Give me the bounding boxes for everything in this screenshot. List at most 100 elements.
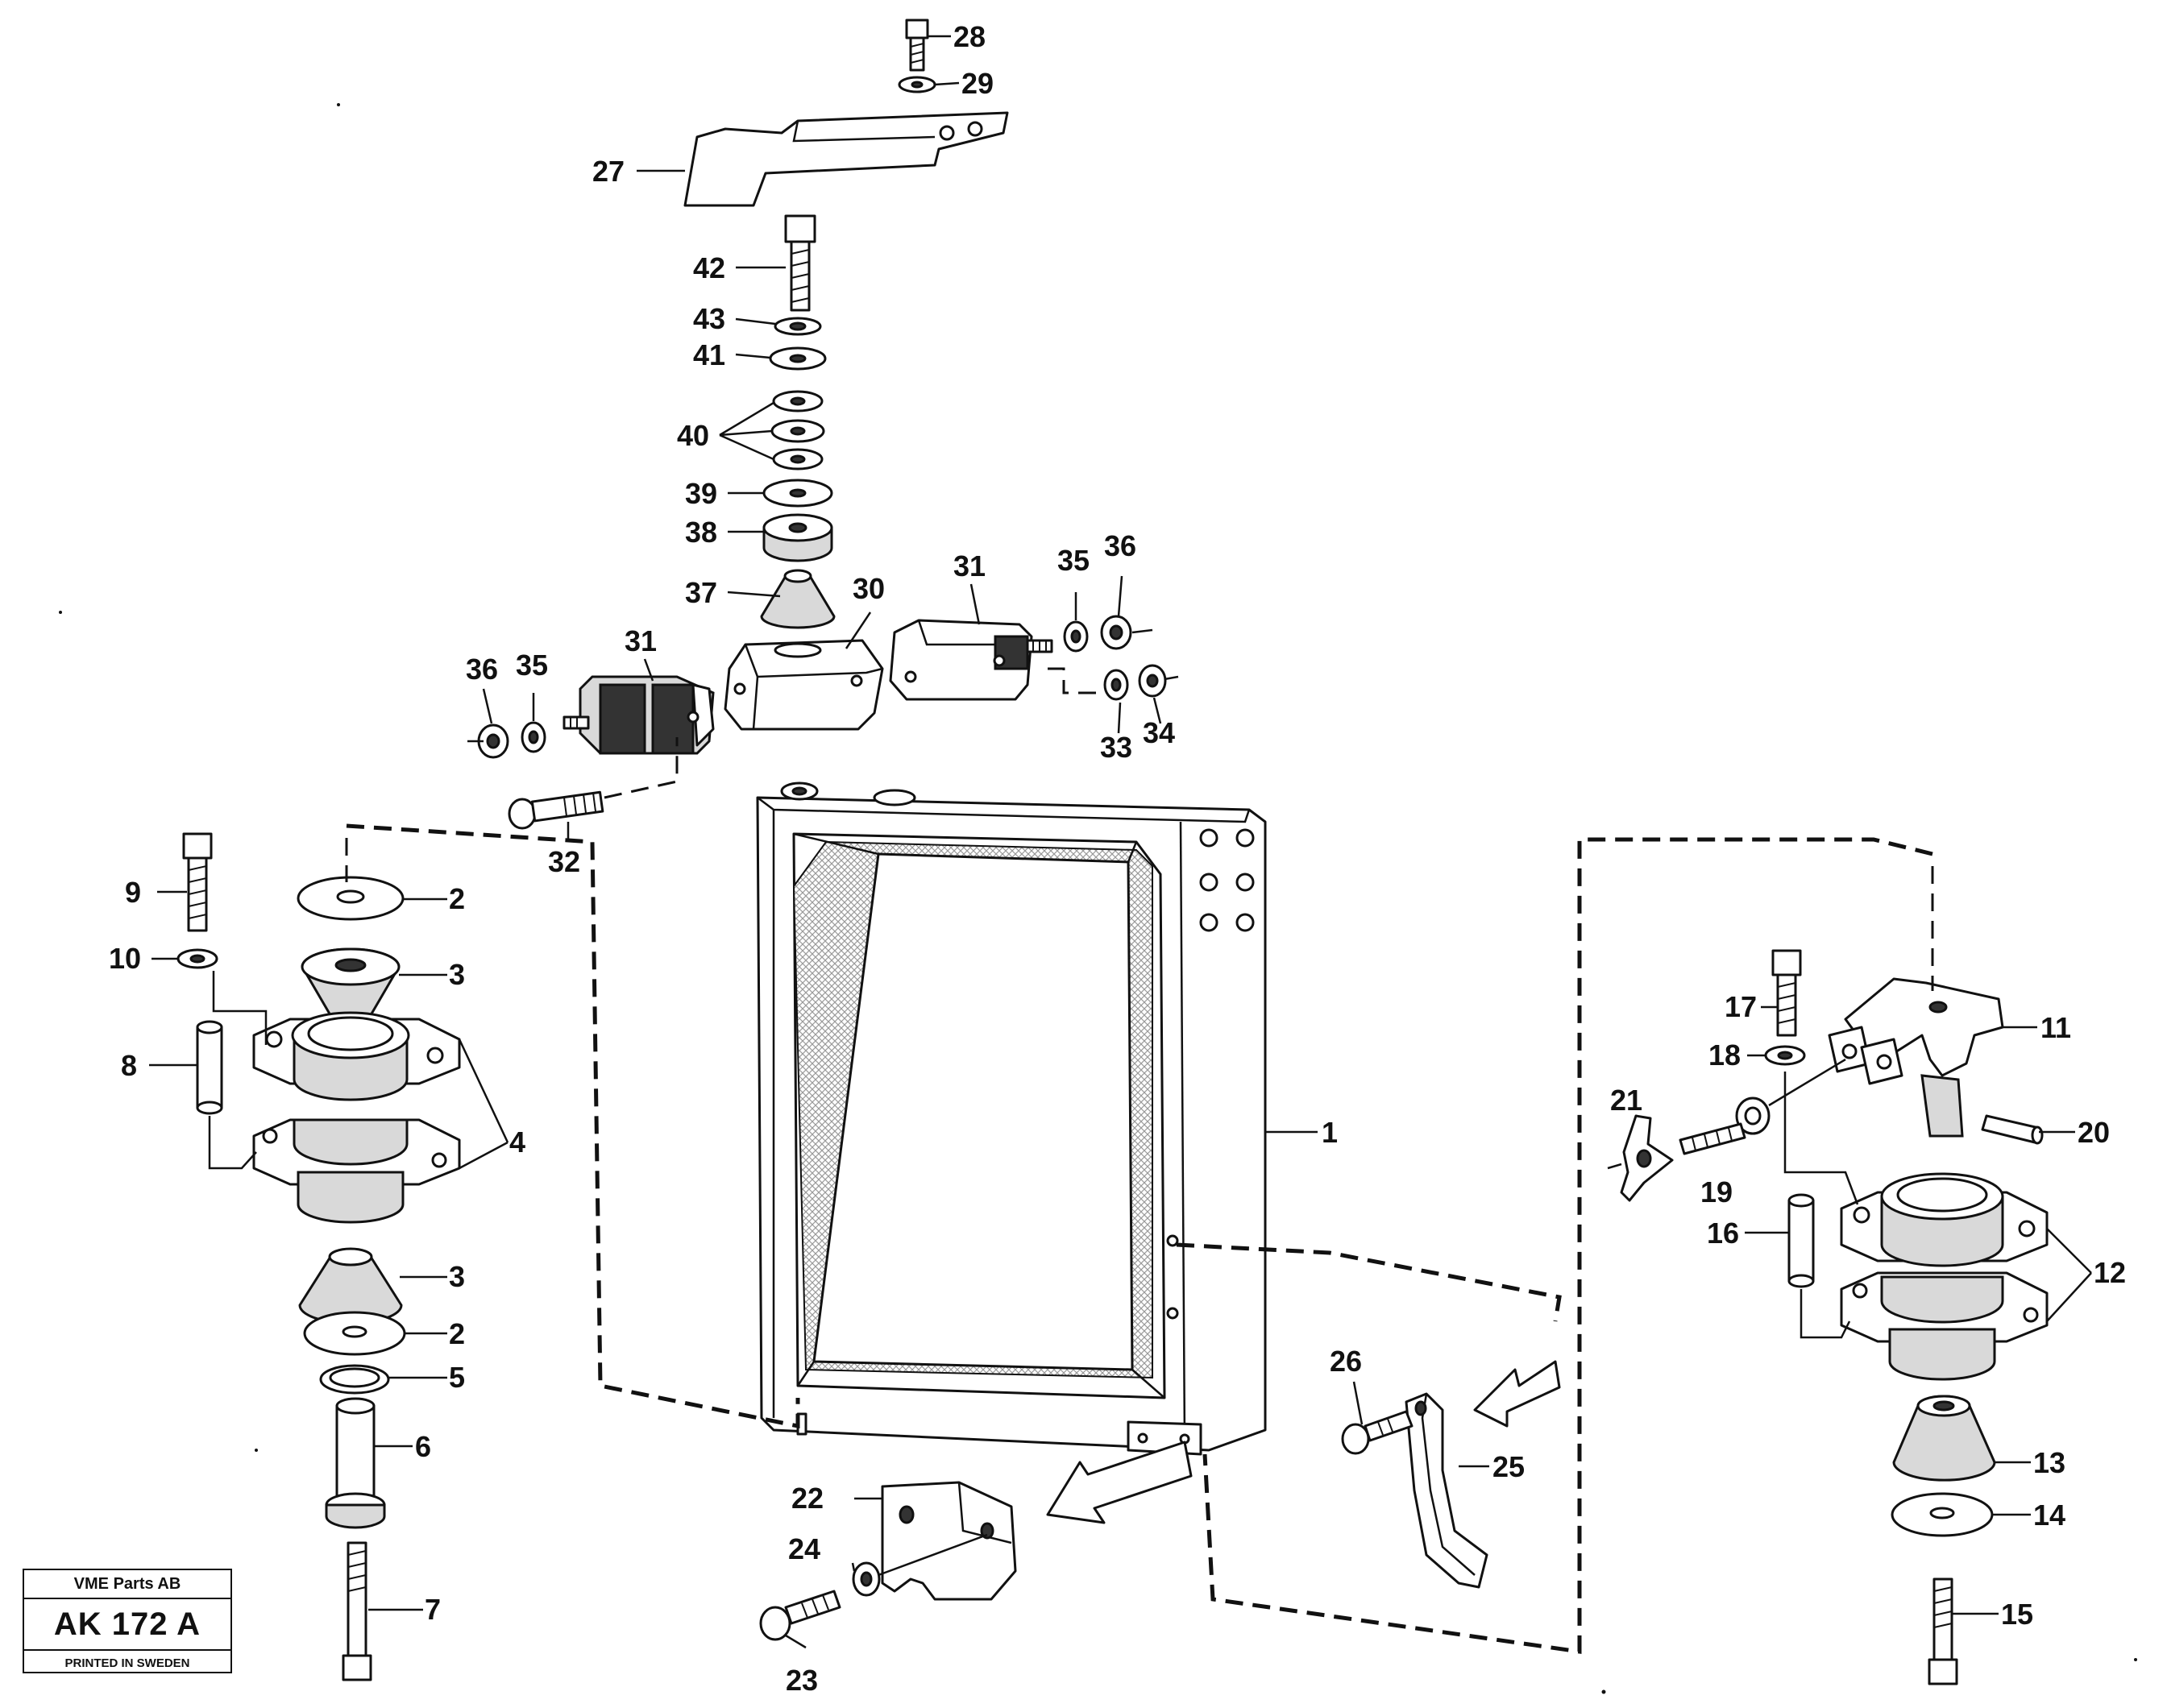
sleeve-6 [325,1397,386,1529]
bushing-38 [762,513,833,562]
callout-14: 14 [2033,1499,2065,1532]
mount-31-left [563,675,715,755]
stamp-code: AK 172 A [24,1599,230,1651]
callout-9: 9 [125,876,141,909]
rubber-mount-12-lower [1840,1271,2049,1381]
nut-36-left [477,723,509,759]
bolt-9 [182,832,213,932]
bolt-7 [342,1541,372,1681]
bracket-22 [881,1481,1017,1601]
stamp-printed: PRINTED IN SWEDEN [64,1656,190,1670]
washer-2-bottom [303,1311,406,1356]
parts-stamp: VME Parts AB AK 172 A PRINTED IN SWEDEN [23,1569,232,1673]
callout-24: 24 [788,1532,820,1565]
callout-3-top: 3 [449,958,465,991]
cone-13 [1892,1395,1996,1482]
bolt-15 [1928,1577,1958,1685]
rubber-mount-4-lower [252,1118,461,1224]
callout-4: 4 [509,1126,525,1159]
bolt-17 [1771,949,1802,1037]
callout-8: 8 [121,1049,137,1082]
callout-21: 21 [1610,1084,1642,1117]
washer-2-top [297,876,405,921]
top-bracket [683,111,1009,207]
callout-25: 25 [1492,1450,1525,1483]
cone-3-bottom [298,1247,403,1325]
pin-20 [1981,1114,2044,1145]
callout-31-left: 31 [625,624,657,657]
callout-34: 34 [1143,716,1175,749]
arrow-to-bracket-22 [1046,1441,1193,1524]
callout-7: 7 [425,1593,441,1626]
callout-33: 33 [1100,731,1132,764]
wing-nut-21 [1607,1114,1674,1202]
callout-15: 15 [2001,1598,2033,1631]
callout-32: 32 [548,845,580,878]
callout-20: 20 [2078,1116,2110,1149]
cone-37 [760,569,836,629]
washer-5 [319,1364,390,1395]
callout-2-bottom: 2 [449,1317,465,1350]
callout-2-top: 2 [449,882,465,915]
washer-35-right [1063,620,1089,653]
washer-33 [1103,669,1129,701]
callout-19: 19 [1700,1175,1733,1208]
callout-29: 29 [961,67,994,100]
callout-43: 43 [693,302,725,335]
callout-23: 23 [786,1664,818,1697]
bolt-32 [508,790,604,830]
callout-11: 11 [2040,1011,2071,1044]
callout-30: 30 [853,572,885,605]
bracket-11 [1828,977,2004,1138]
callout-35-right: 35 [1057,544,1090,577]
callout-22: 22 [791,1482,824,1515]
callout-36-left: 36 [466,653,498,686]
callout-39: 39 [685,477,717,510]
callout-38: 38 [685,516,717,549]
washer-24 [852,1561,881,1597]
callout-27: 27 [592,155,625,188]
callout-26: 26 [1330,1345,1362,1378]
washer-41 [769,346,827,371]
spacer-8 [196,1020,223,1115]
washer-14 [1891,1492,1994,1537]
arrow-to-bracket-25 [1473,1360,1561,1428]
callout-37: 37 [685,576,717,609]
bracket-25 [1405,1392,1488,1589]
callout-1: 1 [1322,1116,1338,1149]
callout-42: 42 [693,251,725,284]
bolt-42 [784,214,816,312]
callout-41: 41 [693,338,725,371]
washer-10 [176,948,218,969]
callout-35-left: 35 [516,649,548,682]
washer-29 [898,76,936,93]
nut-34 [1138,664,1167,698]
bolt-28 [905,19,929,72]
bolt-23 [759,1590,841,1641]
callout-31-right: 31 [953,549,986,582]
rubber-mount-12-upper [1840,1172,2049,1267]
washer-18 [1764,1045,1806,1066]
callout-40: 40 [677,419,709,452]
washers-40 [770,390,825,471]
callout-17: 17 [1725,990,1757,1023]
callout-16: 16 [1707,1217,1739,1250]
callout-36-right: 36 [1104,529,1136,562]
rubber-mount-4-upper [252,1011,461,1101]
callout-13: 13 [2033,1446,2065,1479]
spacer-16 [1787,1193,1815,1288]
washer-39 [762,479,833,508]
callout-28: 28 [953,20,986,53]
callout-18: 18 [1708,1038,1741,1072]
eye-bolt-19 [1679,1058,1846,1155]
callout-10: 10 [109,942,141,975]
nut-36-right [1100,615,1132,650]
stamp-company: VME Parts AB [24,1570,230,1599]
mount-31-right [889,619,1053,701]
washer-43 [774,317,822,336]
block-30 [724,639,884,731]
callout-5: 5 [449,1361,465,1394]
cone-3-top [301,947,401,1022]
bolt-26 [1341,1410,1414,1455]
